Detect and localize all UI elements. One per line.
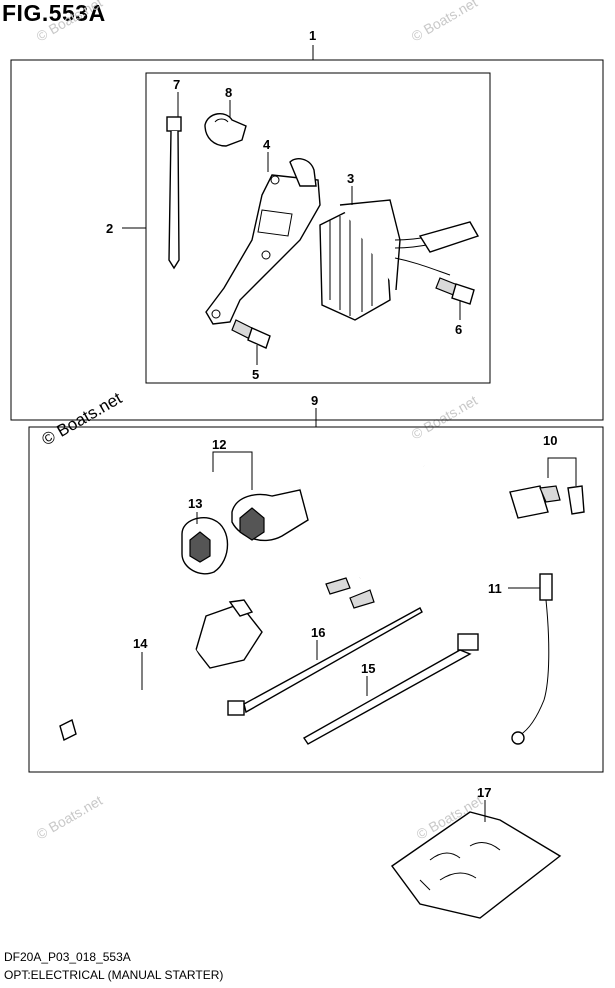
bolt-6 [435, 277, 475, 305]
rectifier-regulator [319, 199, 480, 321]
parts-bag [391, 811, 562, 919]
callout-14: 14 [133, 636, 148, 651]
bolt-5 [231, 319, 271, 349]
assembly-box-2 [145, 72, 491, 384]
connector-housing [231, 462, 425, 541]
leader-12 [212, 451, 253, 490]
callout-11: 11 [488, 581, 502, 596]
callout-8: 8 [225, 85, 232, 100]
cable-tie-strap [302, 633, 479, 745]
watermark-faint: © Boats.net [34, 792, 106, 843]
callout-12: 12 [212, 437, 226, 452]
cable-tie-small [166, 116, 182, 270]
leader-10 [547, 457, 577, 486]
diagram-caption: OPT:ELECTRICAL (MANUAL STARTER) [4, 968, 224, 982]
callout-13: 13 [188, 496, 202, 511]
callout-7: 7 [173, 77, 180, 92]
watermark-faint: © Boats.net [409, 0, 481, 45]
callout-1: 1 [309, 28, 316, 43]
watermark-faint: © Boats.net [409, 392, 481, 443]
connector-cap [181, 516, 229, 575]
lead-wire [511, 573, 553, 745]
callout-16: 16 [311, 625, 325, 640]
callout-6: 6 [455, 322, 462, 337]
callout-2: 2 [106, 221, 113, 236]
callout-15: 15 [361, 661, 375, 676]
callout-17: 17 [477, 785, 491, 800]
mounting-bracket [205, 158, 321, 325]
cable-connector [59, 599, 263, 742]
cable-tie-long [227, 607, 423, 716]
callout-3: 3 [347, 171, 354, 186]
fuse-holder-harness [325, 485, 585, 609]
assembly-box-1 [10, 59, 604, 421]
callout-9: 9 [311, 393, 318, 408]
wire-clamp [204, 113, 247, 147]
watermark: © Boats.net [39, 388, 126, 449]
figure-title: FIG.553A [2, 0, 106, 26]
watermark-faint: © Boats.net [34, 0, 106, 45]
callout-4: 4 [263, 137, 271, 152]
callout-10: 10 [543, 433, 557, 448]
diagram-code: DF20A_P03_018_553A [4, 950, 131, 964]
callout-5: 5 [252, 367, 259, 382]
